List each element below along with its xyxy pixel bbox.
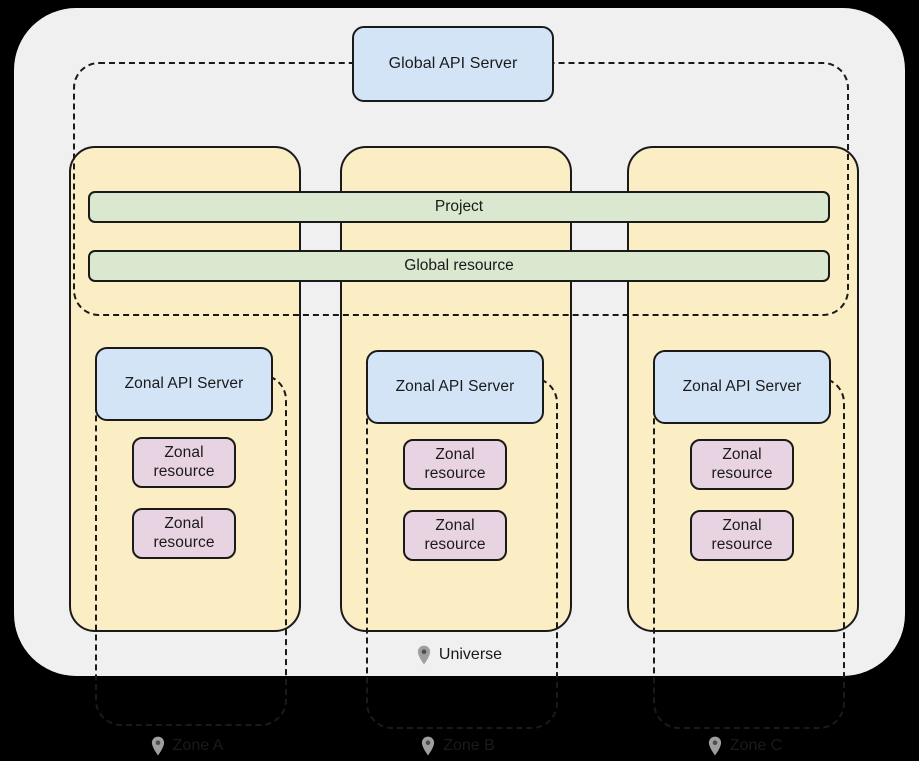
- zone-a-label: Zone A: [172, 737, 224, 754]
- zone-c-zonal-resource-2-line1: Zonal: [722, 517, 762, 535]
- global-resource-bar[interactable]: Global resource: [88, 250, 830, 282]
- map-pin-icon: [421, 736, 435, 756]
- zone-a-zonal-resource-2-line1: Zonal: [164, 515, 204, 533]
- zone-a-zonal-resource-2-line2: resource: [153, 533, 215, 551]
- map-pin-icon: [151, 736, 165, 756]
- zone-c-zonal-resource-1-line2: resource: [711, 464, 773, 482]
- zone-a-zonal-resource-1-line2: resource: [153, 462, 215, 480]
- global-resource-bar-label: Global resource: [404, 257, 514, 274]
- zone-b-zonal-resource-2-line1: Zonal: [435, 517, 475, 535]
- zone-a-zonal-api-server[interactable]: Zonal API Server: [95, 347, 273, 421]
- zone-c-zonal-resource-2-line2: resource: [711, 535, 773, 553]
- zone-c-zonal-api-server[interactable]: Zonal API Server: [653, 350, 831, 424]
- global-api-server[interactable]: Global API Server: [352, 26, 554, 102]
- zone-b-label-group: Zone B: [342, 736, 574, 756]
- universe-label-group: Universe: [0, 645, 919, 665]
- zone-b-label: Zone B: [443, 737, 495, 754]
- zone-b-zonal-resource-2-line2: resource: [424, 535, 486, 553]
- zone-column-b[interactable]: Zonal API Server Zonal resource Zonal re…: [340, 146, 572, 756]
- zone-a-label-group: Zone A: [71, 736, 303, 756]
- zone-c-zonal-api-server-label: Zonal API Server: [682, 377, 802, 395]
- zone-b-zonal-resource-2[interactable]: Zonal resource: [403, 510, 507, 561]
- zone-a-zonal-api-server-label: Zonal API Server: [124, 374, 244, 392]
- map-pin-icon: [417, 645, 431, 665]
- global-api-server-label: Global API Server: [388, 54, 518, 72]
- zone-b-zonal-api-server[interactable]: Zonal API Server: [366, 350, 544, 424]
- zone-a-zonal-resource-1-line1: Zonal: [164, 444, 204, 462]
- zone-c-label-group: Zone C: [629, 736, 861, 756]
- diagram-canvas: Zonal API Server Zonal resource Zonal re…: [0, 8, 919, 756]
- zone-a-zonal-resource-1[interactable]: Zonal resource: [132, 437, 236, 488]
- zone-c-label: Zone C: [729, 737, 783, 754]
- zone-b-zonal-resource-1[interactable]: Zonal resource: [403, 439, 507, 490]
- zone-b-zonal-resource-1-line2: resource: [424, 464, 486, 482]
- zone-column-a[interactable]: Zonal API Server Zonal resource Zonal re…: [69, 146, 301, 756]
- zone-column-c[interactable]: Zonal API Server Zonal resource Zonal re…: [627, 146, 859, 756]
- map-pin-icon: [708, 736, 722, 756]
- project-bar-label: Project: [434, 198, 484, 215]
- universe-label: Universe: [438, 646, 503, 663]
- zone-b-zonal-resource-1-line1: Zonal: [435, 446, 475, 464]
- zone-c-zonal-resource-2[interactable]: Zonal resource: [690, 510, 794, 561]
- zone-a-zonal-resource-2[interactable]: Zonal resource: [132, 508, 236, 559]
- project-bar[interactable]: Project: [88, 191, 830, 223]
- zone-c-zonal-resource-1[interactable]: Zonal resource: [690, 439, 794, 490]
- zone-c-zonal-resource-1-line1: Zonal: [722, 446, 762, 464]
- zone-b-zonal-api-server-label: Zonal API Server: [395, 377, 515, 395]
